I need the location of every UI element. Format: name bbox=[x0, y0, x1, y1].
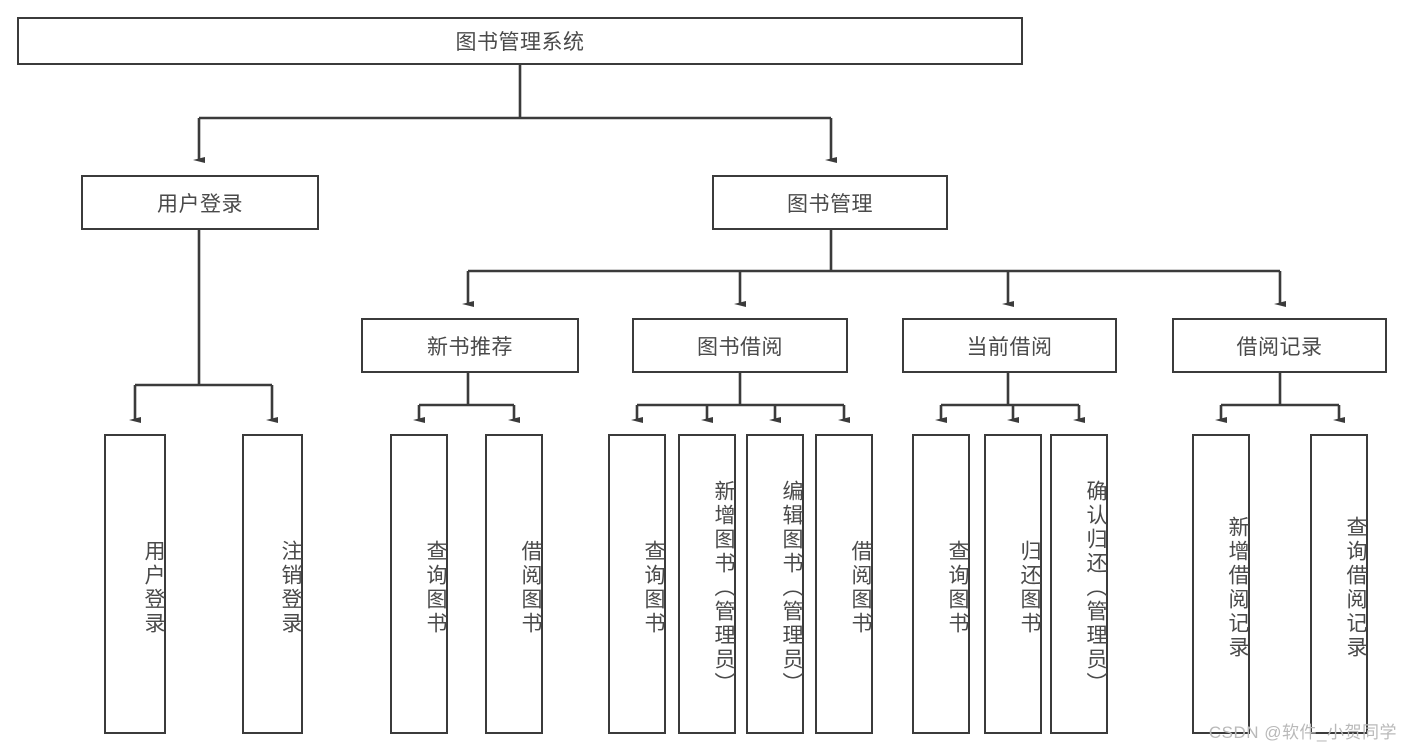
node-leaf-query-book-3[interactable]: 查询图书 bbox=[912, 434, 970, 734]
node-leaf-query-borrow-record[interactable]: 查询借阅记录 bbox=[1310, 434, 1368, 734]
node-leaf-query-book-1[interactable]: 查询图书 bbox=[390, 434, 448, 734]
node-book-borrow[interactable]: 图书借阅 bbox=[632, 318, 848, 373]
node-leaf-borrow-book-2[interactable]: 借阅图书 bbox=[815, 434, 873, 734]
node-leaf-confirm-return[interactable]: 确认归还（管理员） bbox=[1050, 434, 1108, 734]
node-book-manage[interactable]: 图书管理 bbox=[712, 175, 948, 230]
node-leaf-query-book-2[interactable]: 查询图书 bbox=[608, 434, 666, 734]
node-leaf-return-book[interactable]: 归还图书 bbox=[984, 434, 1042, 734]
node-root[interactable]: 图书管理系统 bbox=[17, 17, 1023, 65]
node-leaf-logout[interactable]: 注销登录 bbox=[242, 434, 303, 734]
node-current-borrow[interactable]: 当前借阅 bbox=[902, 318, 1117, 373]
node-user-login[interactable]: 用户登录 bbox=[81, 175, 319, 230]
csdn-watermark: CSDN @软件_小贺同学 bbox=[1208, 723, 1397, 742]
node-leaf-user-login[interactable]: 用户登录 bbox=[104, 434, 166, 734]
node-new-book-recommend[interactable]: 新书推荐 bbox=[361, 318, 579, 373]
node-leaf-add-borrow-record[interactable]: 新增借阅记录 bbox=[1192, 434, 1250, 734]
node-borrow-record[interactable]: 借阅记录 bbox=[1172, 318, 1387, 373]
node-leaf-add-book[interactable]: 新增图书（管理员） bbox=[678, 434, 736, 734]
node-leaf-edit-book[interactable]: 编辑图书（管理员） bbox=[746, 434, 804, 734]
node-leaf-borrow-book-1[interactable]: 借阅图书 bbox=[485, 434, 543, 734]
